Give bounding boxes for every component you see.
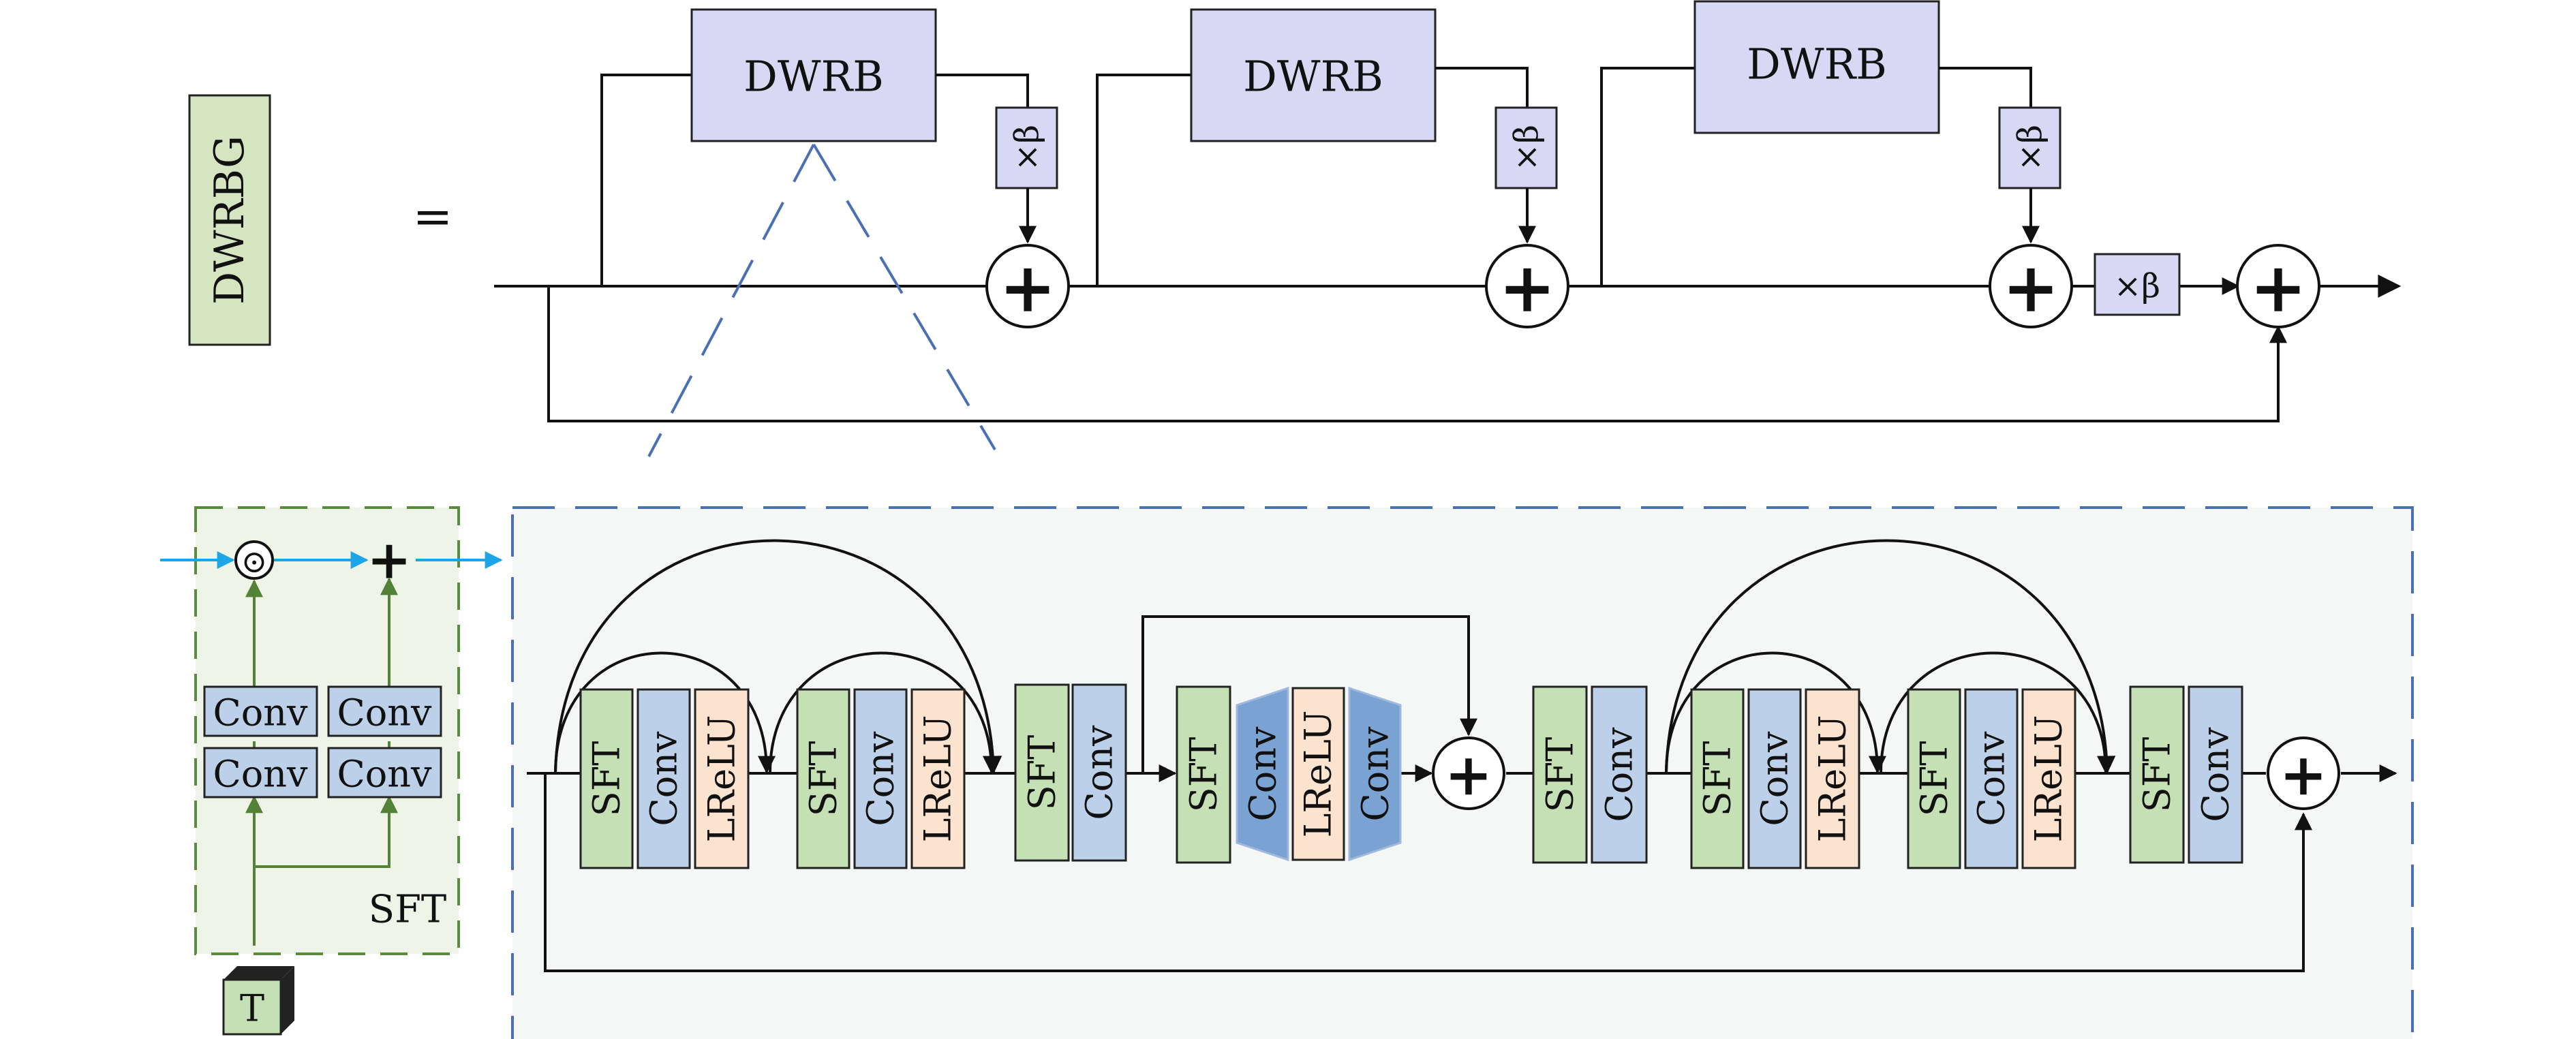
sft-label: SFT: [1021, 735, 1064, 810]
conv-label: Conv: [213, 753, 308, 796]
condition-cube-icon: T: [222, 966, 294, 1036]
add-node-3: [1989, 244, 2073, 328]
sft-label: SFT: [802, 741, 845, 816]
plus-symbol: +: [2002, 247, 2059, 328]
plus-symbol: +: [2280, 741, 2327, 809]
dwrb-block-2: DWRB ×β +: [1096, 8, 1569, 328]
conv-label: Conv: [2194, 727, 2237, 822]
sft-label: SFT: [1913, 741, 1956, 816]
conv-label: Conv: [1354, 726, 1397, 822]
conv-label: Conv: [1242, 726, 1285, 822]
lrelu-label: LReLU: [2027, 715, 2070, 843]
conv-label: Conv: [337, 753, 432, 796]
beta-scale-label: ×β: [2011, 125, 2049, 171]
sft-label: SFT: [1539, 737, 1582, 812]
sft-label: SFT: [585, 741, 628, 816]
lrelu-label: LReLU: [1811, 715, 1854, 843]
conv-label: Conv: [1598, 727, 1641, 822]
multiply-symbol: ⊙: [241, 543, 268, 580]
final-scale: ×β: [2094, 253, 2181, 316]
dwrb-detail-blocks: SFT Conv LReLU SFT Conv LReLU SFT Conv S…: [579, 683, 2340, 869]
sft-label: SFT: [2136, 737, 2179, 812]
sft-module: ⊙ + Conv Conv Conv Conv SFT T: [160, 506, 503, 1036]
dwrb-block-1: DWRB ×β +: [600, 8, 1070, 328]
dwrb-label: DWRB: [743, 52, 884, 102]
final-add-node: +: [2236, 244, 2320, 328]
dwrb-detail-wiring: [527, 539, 2397, 972]
sft-label: SFT: [1696, 741, 1739, 816]
beta-scale-label: ×β: [1008, 125, 1046, 171]
conv-label: Conv: [1078, 725, 1121, 820]
plus-symbol: +: [999, 247, 1056, 328]
multiply-node: [234, 540, 274, 580]
conv-label: Conv: [643, 731, 686, 826]
sft-label: SFT: [1182, 737, 1225, 812]
add-node-1: [985, 244, 1070, 328]
conv-label: Conv: [859, 731, 902, 826]
lrelu-label: LReLU: [1297, 711, 1340, 838]
lrelu-label: LReLU: [701, 715, 743, 843]
equals-sign: =: [413, 189, 453, 245]
conv-label: Conv: [1753, 731, 1796, 826]
conv-label: Conv: [1970, 731, 2013, 826]
add-node-2: [1485, 244, 1569, 328]
main-trunk: [494, 275, 2402, 422]
dwrb-label: DWRB: [1243, 52, 1383, 102]
detail-add-node-1: [1432, 736, 1505, 810]
detail-add-node-2: [2267, 736, 2340, 810]
zoom-guides: [647, 143, 996, 457]
sft-module-title: SFT: [369, 888, 447, 932]
conv-label: Conv: [337, 692, 432, 734]
plus-symbol: +: [1499, 247, 1556, 328]
plus-symbol: +: [1445, 741, 1492, 809]
group-label-text: DWRBG: [206, 136, 254, 305]
group-label: DWRBG: [188, 94, 271, 346]
condition-label: T: [240, 987, 264, 1030]
conv-label: Conv: [213, 692, 308, 734]
dwrb-block-3: DWRB ×β +: [1600, 0, 2073, 328]
beta-scale-label: ×β: [1507, 125, 1546, 171]
plus-symbol: +: [2250, 247, 2307, 328]
beta-scale-label: ×β: [2114, 267, 2160, 305]
lrelu-label: LReLU: [917, 715, 960, 843]
dwrb-label: DWRB: [1747, 40, 1887, 89]
